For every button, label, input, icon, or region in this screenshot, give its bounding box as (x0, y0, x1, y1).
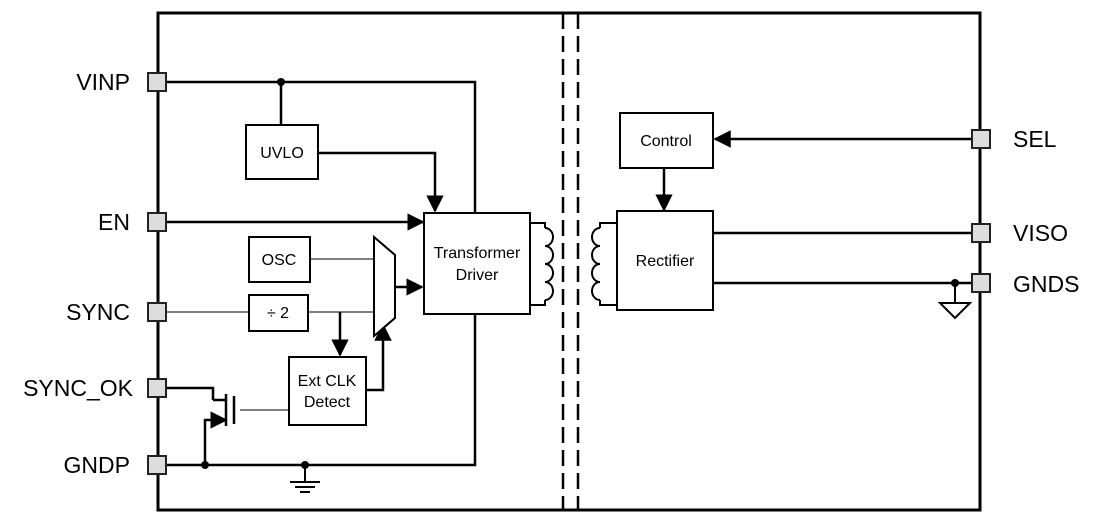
driver-label-line2: Driver (456, 267, 499, 284)
uvlo-to-driver-wire (318, 151, 444, 213)
uvlo-block: UVLO (245, 124, 319, 180)
extclk-to-mux-wire (366, 323, 392, 392)
package-outline (156, 11, 982, 512)
driver-label-line1: Transformer (434, 245, 521, 262)
gndp-wire (166, 315, 477, 467)
ext-clk-detect-block: Ext CLK Detect (288, 356, 367, 426)
pin-en[interactable] (147, 212, 167, 232)
ext-clk-label-line2: Detect (304, 394, 351, 411)
divide-by-2-label: ÷ 2 (267, 305, 289, 322)
transformer-secondary-coil (591, 222, 617, 306)
pin-label-vinp: VINP (76, 69, 130, 95)
isolation-barrier (561, 13, 580, 510)
ext-clk-label-line1: Ext CLK (298, 373, 357, 390)
pin-sync-ok[interactable] (147, 378, 167, 398)
uvlo-label: UVLO (260, 145, 304, 162)
rectifier-block: Rectifier (616, 210, 714, 311)
pin-sync[interactable] (147, 302, 167, 322)
pin-label-gndp: GNDP (64, 452, 130, 478)
pin-vinp[interactable] (147, 72, 167, 92)
pin-label-en: EN (98, 209, 130, 235)
osc-label: OSC (262, 252, 297, 269)
gndp-ground-icon (290, 465, 320, 493)
control-label: Control (640, 133, 692, 150)
osc-block: OSC (248, 236, 311, 283)
pin-label-sel: SEL (1013, 126, 1057, 152)
transformer-driver-block: Transformer Driver (423, 212, 531, 315)
vinp-wire (166, 80, 477, 212)
pin-gnds[interactable] (971, 273, 991, 293)
pin-sel[interactable] (971, 129, 991, 149)
gnds-ground-icon (937, 283, 973, 320)
pin-viso[interactable] (971, 223, 991, 243)
pin-label-gnds: GNDS (1013, 271, 1079, 297)
sync-ok-wire (166, 386, 215, 400)
transformer-primary-coil (530, 222, 554, 306)
sync-ok-transistor (203, 394, 236, 465)
rectifier-label: Rectifier (636, 253, 695, 270)
divide-by-2-block: ÷ 2 (248, 294, 309, 332)
pin-label-sync-ok: SYNC_OK (23, 375, 134, 401)
control-block: Control (619, 112, 714, 169)
clock-mux (373, 234, 396, 339)
pin-label-viso: VISO (1013, 220, 1068, 246)
pin-label-sync: SYNC (66, 299, 130, 325)
pin-gndp[interactable] (147, 455, 167, 475)
